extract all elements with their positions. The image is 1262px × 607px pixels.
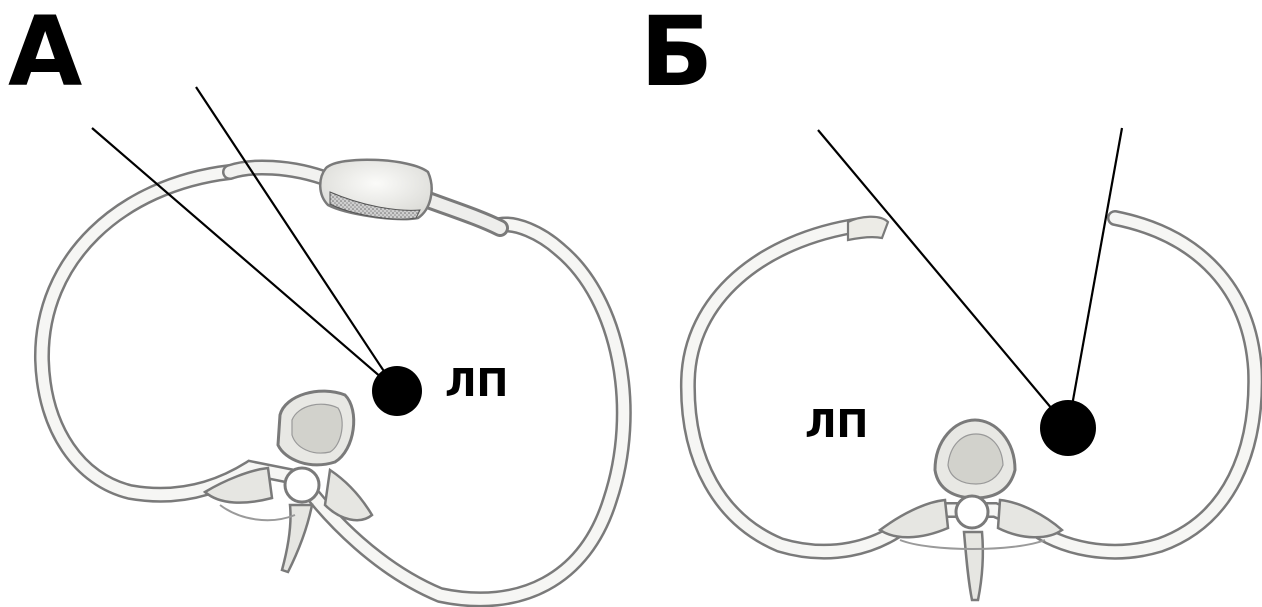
panel-b-vertebra <box>880 420 1062 600</box>
panel-b-letter: Б <box>640 4 713 100</box>
panel-a-pointer-line-2 <box>196 87 397 391</box>
panel-a-marker-dot <box>372 366 422 416</box>
panel-a-sternum <box>320 160 431 219</box>
panel-b-pointer-line-1 <box>818 130 1068 428</box>
panel-a-vertebra <box>205 391 372 572</box>
panel-b-pointer-line-2 <box>1068 128 1122 428</box>
panel-a-thorax <box>42 87 624 599</box>
panel-a-organ-label: ЛП <box>445 364 508 402</box>
panel-b-organ-label: ЛП <box>805 405 868 443</box>
panel-b-rib-end <box>848 217 888 240</box>
panel-b-thorax <box>688 128 1255 600</box>
panel-a-letter: А <box>8 4 82 100</box>
panel-b-marker-dot <box>1040 400 1096 456</box>
